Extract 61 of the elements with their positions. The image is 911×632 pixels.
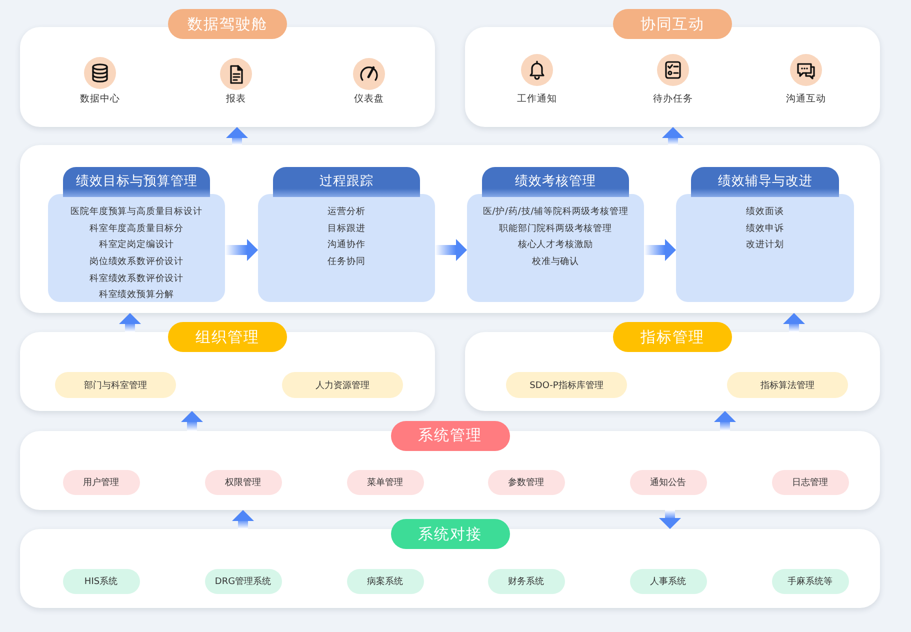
arrow [226, 127, 248, 145]
arrow [181, 411, 203, 431]
module-tag: 手麻系统等 [772, 569, 848, 594]
icon-label: 工作通知 [517, 92, 557, 106]
list-item: 绩效申诉 [746, 222, 784, 236]
arrow [435, 239, 467, 261]
list-item: 科室年度高质量目标分 [90, 222, 184, 236]
module-tag: 权限管理 [204, 470, 282, 495]
list-item: 科室定岗定编设计 [98, 238, 174, 252]
card-header: 过程跟踪 [273, 167, 420, 197]
list-item: 任务协同 [328, 256, 366, 270]
list-item: 岗位绩效系数评价设计 [90, 256, 184, 270]
module-tag: SDO-P指标库管理 [506, 372, 627, 398]
list-item: 沟通协作 [328, 238, 366, 252]
icon-label: 沟通互动 [786, 92, 826, 106]
arrow [119, 313, 141, 332]
list-item: 改进计划 [746, 238, 784, 252]
list-item: 科室绩效预算分解 [98, 288, 174, 302]
icon-label: 待办任务 [653, 92, 693, 106]
arrow [644, 239, 676, 261]
section-title: 协同互动 [613, 9, 732, 39]
arrow [225, 239, 258, 261]
list-item: 目标跟进 [328, 222, 366, 236]
module-tag: 财务系统 [488, 569, 564, 594]
section-panel [20, 145, 880, 313]
list-item: 核心人才考核激励 [518, 238, 594, 252]
module-tag: 通知公告 [630, 470, 706, 495]
list-item: 校准与确认 [532, 256, 579, 270]
module-tag: 部门与科室管理 [55, 372, 176, 398]
list-item: 运营分析 [328, 206, 366, 219]
card-header: 绩效考核管理 [482, 167, 629, 197]
section-title: 指标管理 [613, 322, 732, 352]
list-item: 职能部门院科两级考核管理 [499, 222, 612, 236]
module-tag: 参数管理 [488, 470, 564, 495]
arrow [662, 127, 684, 145]
arrow [232, 510, 254, 529]
module-tag: 日志管理 [772, 470, 848, 495]
list-item: 医/护/药/技/辅等院科两级考核管理 [482, 206, 628, 219]
module-tag: 人事系统 [630, 569, 706, 594]
card-header: 绩效辅导与改进 [691, 167, 839, 197]
list-item: 绩效面谈 [746, 206, 784, 219]
arrow [714, 411, 736, 431]
module-tag: DRG管理系统 [204, 569, 282, 594]
icon-label: 仪表盘 [354, 92, 384, 106]
module-tag: 用户管理 [62, 470, 140, 495]
module-tag: 人力资源管理 [282, 372, 403, 398]
section-title: 数据驾驶舱 [168, 9, 287, 39]
section-title: 组织管理 [168, 322, 287, 352]
icon-label: 数据中心 [80, 92, 120, 106]
module-tag: 病案系统 [346, 569, 424, 594]
arrow [659, 510, 681, 529]
icon-label: 报表 [226, 92, 246, 106]
module-tag: 指标算法管理 [727, 372, 848, 398]
module-tag: 菜单管理 [346, 470, 424, 495]
arrow [783, 313, 805, 332]
section-title: 系统管理 [390, 420, 510, 450]
card-header: 绩效目标与预算管理 [63, 167, 210, 197]
section-title: 系统对接 [390, 519, 510, 549]
module-tag: HIS系统 [62, 569, 140, 594]
list-item: 科室绩效系数评价设计 [90, 272, 184, 286]
list-item: 医院年度预算与高质量目标设计 [70, 206, 202, 219]
